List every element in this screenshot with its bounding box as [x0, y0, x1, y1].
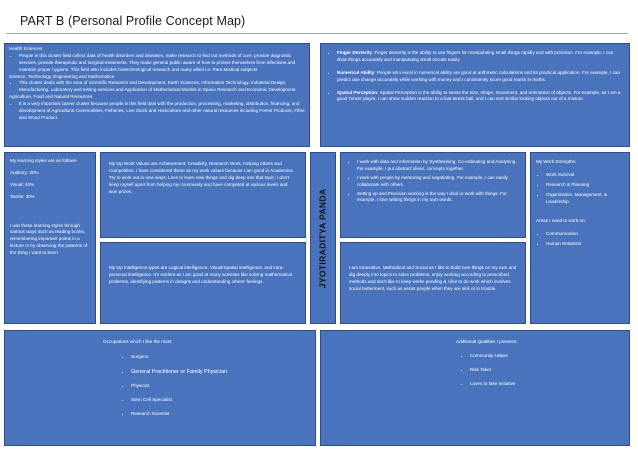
personality-text: I am Innovative, Methodical and Social a…	[349, 265, 517, 291]
improve-label: Areas I need to work on:	[536, 218, 586, 224]
occupations-box: Occupations which I like the most: Surge…	[4, 330, 316, 446]
occupation-item: General Practitioner or Family Physician	[131, 368, 307, 376]
work-with-item: Setting up and Precision working is the …	[357, 191, 519, 205]
abilities-box: Finger Dexterity: Finger dexterity is th…	[320, 43, 630, 147]
personality-box: I am Innovative, Methodical and Social a…	[340, 242, 526, 324]
learning-visual: Visual: 40%	[10, 181, 35, 187]
intelligence-text: My top intelligence types are Logical in…	[109, 265, 292, 284]
improve-item: Human Relations	[546, 241, 624, 248]
name-box: JYOTIRADITYA PANDA	[310, 152, 336, 324]
learning-styles-box: My learning styles are as follows- Audit…	[4, 152, 96, 324]
health-sciences-heading: Health Sciences	[9, 46, 43, 51]
career-clusters-box: Health Sciences People in this cluster f…	[4, 43, 310, 147]
occupation-item: Research Scientist	[131, 411, 307, 418]
additional-label: Additional Qualities I possess:	[456, 339, 518, 344]
stem-description: This cluster deals with the area of Scie…	[19, 80, 305, 94]
agriculture-heading: Agriculture, Food and Natural Resources	[9, 94, 93, 100]
improve-item: Communication	[546, 231, 624, 238]
work-with-box: I work with data and information by Synt…	[340, 152, 526, 238]
intelligence-box: My top intelligence types are Logical in…	[100, 242, 306, 324]
strength-item: Work Survival	[546, 172, 624, 179]
additional-qualities-box: Additional Qualities I possess: Communit…	[320, 330, 630, 446]
work-with-item: I work with people by mentoring and nego…	[357, 175, 519, 189]
learning-auditory: Auditory: 30%	[10, 169, 39, 175]
health-sciences-description: People in this cluster field collect dat…	[19, 53, 305, 74]
learning-tactile: Tactile: 30%	[10, 193, 35, 199]
strength-item: Research & Planning	[546, 182, 624, 189]
quality-item: Risk Taker	[470, 367, 621, 374]
work-strengths-box: My Work Strengths: Work Survival Researc…	[530, 152, 630, 324]
quality-item: Community Helper	[470, 353, 621, 360]
learning-intro: My learning styles are as follows-	[10, 158, 78, 163]
occupation-item: Surgeon	[131, 354, 307, 361]
stem-heading: Science, Technology, Engineering and Mat…	[9, 73, 115, 79]
occupation-item: Physicist	[131, 383, 307, 390]
profile-name: JYOTIRADITYA PANDA	[317, 188, 328, 288]
ability-item: Finger Dexterity: Finger dexterity is th…	[337, 50, 623, 64]
title-divider	[6, 33, 628, 34]
occupations-label: Occupations which I like the most:	[103, 339, 173, 344]
page-title: PART B (Personal Profile Concept Map)	[20, 14, 246, 28]
work-values-box: My top Work Values are Achievement, Crea…	[100, 152, 306, 238]
ability-item: Numerical Ability: People who excel in n…	[337, 70, 623, 84]
ability-item: Spatial Perception: Spatial Perception i…	[337, 90, 623, 104]
agriculture-description: It is a very important career cluster be…	[19, 101, 305, 122]
work-with-item: I work with data and information by Synt…	[357, 159, 519, 173]
learning-usage: I use these learning styles through vari…	[10, 222, 88, 256]
work-values-text: My top Work Values are Achievement, Crea…	[109, 161, 294, 194]
quality-item: Loves to take Initiative	[470, 381, 621, 388]
occupation-item: Stem Cell Specialist	[131, 397, 307, 404]
strength-item: Organization, Management, & Leadership	[546, 192, 624, 206]
strengths-label: My Work Strengths:	[536, 159, 577, 164]
